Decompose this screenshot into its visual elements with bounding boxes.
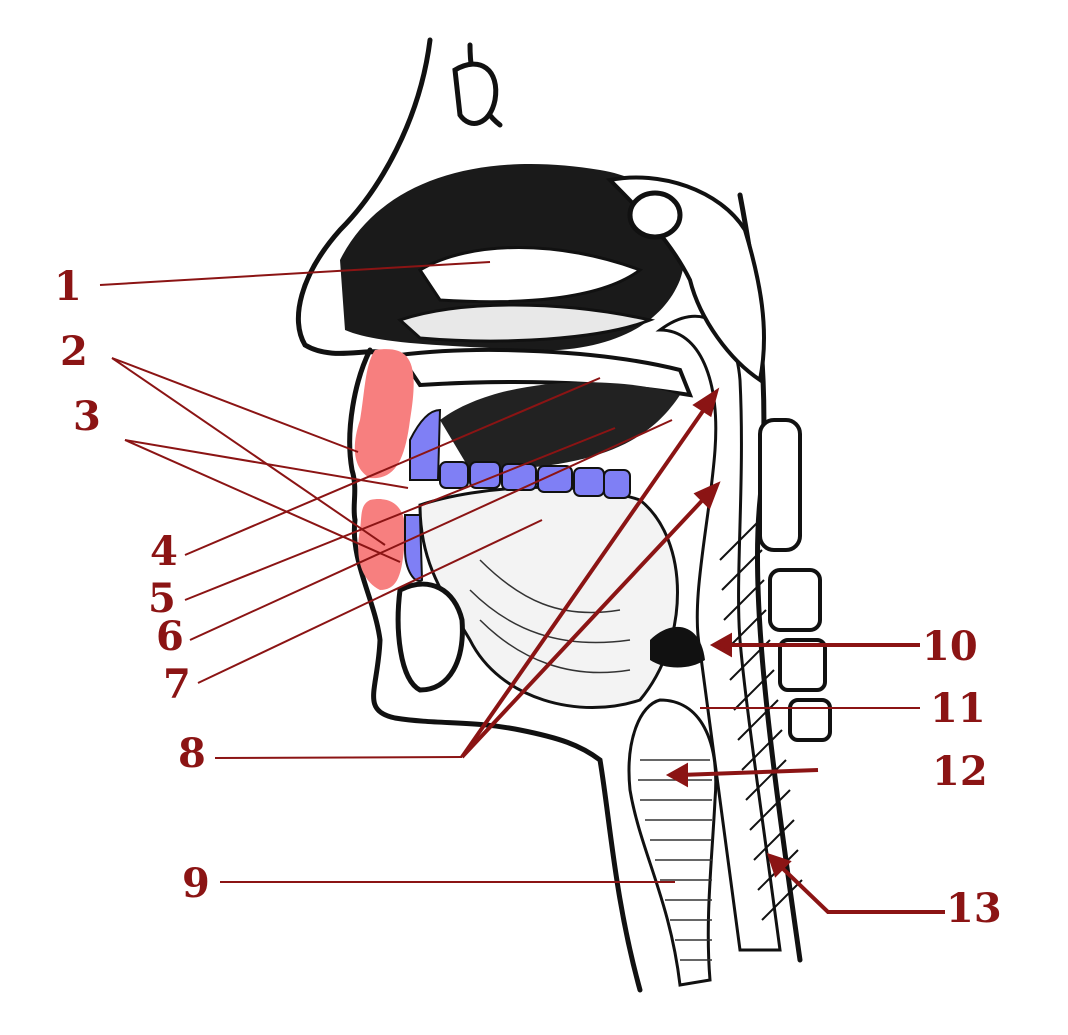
leader-8 <box>214 756 463 759</box>
vertebrae <box>758 418 832 742</box>
label-5: 5 <box>148 575 176 622</box>
skull-base <box>605 175 766 384</box>
sphenoid-sinus <box>627 190 683 240</box>
label-1: 1 <box>54 263 82 310</box>
leader-3b <box>124 439 401 563</box>
leader-4 <box>184 377 601 556</box>
label-6: 6 <box>156 613 184 660</box>
oral-cavity <box>440 382 680 470</box>
label-4: 4 <box>150 528 178 575</box>
nasal-bone <box>452 61 499 126</box>
tongue <box>418 485 679 709</box>
leader-1 <box>99 261 491 286</box>
arrow-12 <box>679 768 819 777</box>
leader-2a <box>111 357 359 453</box>
arrow-13 <box>774 860 945 914</box>
label-7: 7 <box>163 661 191 708</box>
arrow-8a <box>460 396 714 759</box>
label-2: 2 <box>60 328 88 375</box>
leader-arrows <box>460 387 945 914</box>
lower-lip <box>358 499 406 590</box>
arrow-8b <box>460 488 714 759</box>
nasal-concha <box>417 246 644 304</box>
leader-2b <box>111 357 386 546</box>
label-12: 12 <box>932 748 988 795</box>
upper-lip <box>354 349 414 479</box>
label-3: 3 <box>73 393 101 440</box>
label-10: 10 <box>922 623 978 670</box>
pharynx <box>655 314 782 952</box>
label-9: 9 <box>182 860 210 907</box>
larynx <box>627 698 718 987</box>
leader-6 <box>189 419 673 641</box>
leader-5 <box>184 427 616 601</box>
label-13: 13 <box>946 885 1002 932</box>
nasal-concha-lower <box>397 303 656 343</box>
leader-lines <box>99 261 920 883</box>
leader-7 <box>197 519 543 684</box>
label-8: 8 <box>178 730 206 777</box>
epiglottis <box>650 626 705 668</box>
label-11: 11 <box>930 685 986 732</box>
mandible <box>395 581 465 693</box>
